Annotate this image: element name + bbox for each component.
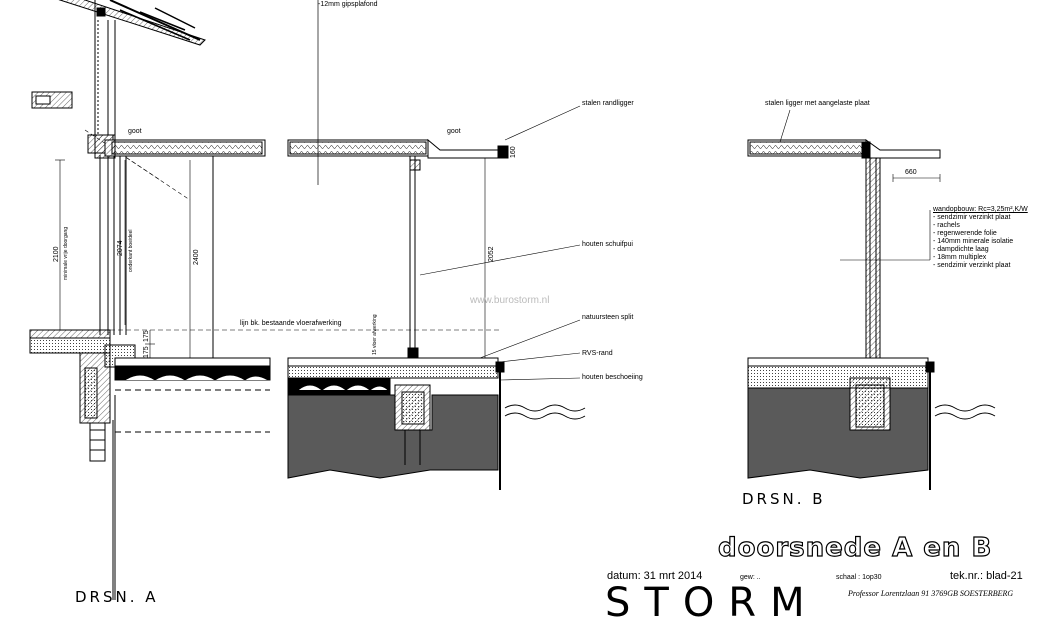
dim-15-note: 15 vloer afwerking [372, 314, 378, 355]
title-schaal: schaal : 1op30 [836, 574, 882, 581]
wall-build-item: - rachels [933, 222, 960, 229]
existing-house [31, 0, 206, 335]
label-gipsplafond: -12mm gipsplafond [318, 1, 378, 8]
section-drawing [29, 0, 996, 600]
label-goot-left: goot [128, 128, 142, 135]
dim-160: 160 [510, 146, 517, 158]
canopy-middle [287, 0, 509, 361]
label-rvs-rand: RVS-rand [582, 350, 613, 357]
dim-2100-note: minimale vrije doorgang [63, 226, 69, 280]
wall-build-legend: wandopbouw: Rc=3,25m²,K/W - sendzimir ve… [933, 206, 1028, 270]
label-stalen-randligger: stalen randligger [582, 100, 634, 107]
label-goot-middle: goot [447, 128, 461, 135]
title-gew: gew: .. [740, 574, 761, 581]
wall-build-item: - regenwerende folie [933, 230, 997, 237]
dim-175a: 175 [143, 330, 150, 342]
wall-build-item: - 18mm multiplex [933, 254, 987, 261]
canopy-left [94, 134, 266, 358]
dim-660: 660 [905, 169, 917, 176]
dim-175b: 175 [143, 346, 150, 358]
foundation-left [29, 329, 271, 600]
wall-build-item: - 140mm minerale isolatie [933, 238, 1014, 245]
dimension-lines [30, 105, 941, 381]
dim-2074: 2074 [117, 240, 124, 256]
label-houten-beschoeiing: houten beschoeiing [582, 374, 643, 381]
dim-2074-note: onderkant boeideel [128, 229, 134, 272]
canopy-right [747, 139, 941, 364]
dim-2100: 2100 [53, 246, 60, 262]
wall-build-item: - sendzimir verzinkt plaat [933, 214, 1011, 221]
wall-build-heading: wandopbouw: Rc=3,25m²,K/W [933, 206, 1028, 213]
title-address: Professor Lorentzlaan 91 3769GB SOESTERB… [848, 589, 1014, 598]
wall-build-item: - sendzimir verzinkt plaat [933, 262, 1011, 269]
label-lijn-bk: lijn bk. bestaande vloerafwerking [240, 320, 342, 327]
label-houten-schuifpui: houten schuifpui [582, 241, 633, 248]
drawing-mark-a: DRSN. A [75, 588, 159, 606]
watermark: www.burostorm.nl [470, 295, 550, 306]
dim-2052: 2052 [488, 246, 495, 262]
title-teknr: tek.nr.: blad-21 [950, 570, 1023, 582]
brand-logo: STORM [605, 580, 819, 626]
label-stalen-ligger: stalen ligger met aangelaste plaat [765, 100, 870, 107]
title-datum: datum: 31 mrt 2014 [607, 570, 703, 582]
drawing-mark-b: DRSN. B [742, 490, 826, 508]
label-natuursteen-split: natuursteen split [582, 314, 634, 321]
dim-2400: 2400 [193, 249, 200, 265]
drawing-title: doorsnede A en B [717, 532, 993, 563]
foundation-middle [287, 357, 586, 490]
foundation-right [747, 357, 996, 490]
wall-build-item: - dampdichte laag [933, 246, 989, 253]
